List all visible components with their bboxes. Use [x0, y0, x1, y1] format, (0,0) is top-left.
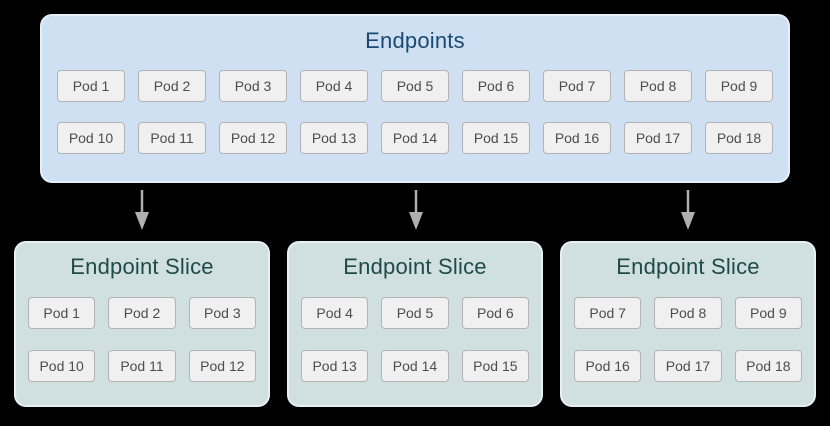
pod-box: Pod 16: [543, 122, 611, 154]
pod-box: Pod 7: [574, 297, 642, 329]
pod-box: Pod 18: [734, 350, 802, 382]
pod-box: Pod 15: [461, 350, 529, 382]
pod-box: Pod 10: [28, 350, 96, 382]
pod-box: Pod 11: [108, 350, 176, 382]
pod-box: Pod 4: [300, 70, 368, 102]
endpoint-slice-box-1: Endpoint Slice Pod 1 Pod 2 Pod 3 Pod 10 …: [14, 241, 270, 407]
down-arrow-icon: [680, 190, 696, 230]
pod-box: Pod 2: [138, 70, 206, 102]
pod-box: Pod 6: [462, 70, 530, 102]
pod-box: Pod 17: [624, 122, 692, 154]
slice-title: Endpoint Slice: [343, 254, 487, 279]
endpoints-box: Endpoints Pod 1 Pod 2 Pod 3 Pod 4 Pod 5 …: [40, 14, 790, 183]
pod-box: Pod 3: [219, 70, 287, 102]
pod-box: Pod 1: [28, 297, 96, 329]
pod-box: Pod 9: [705, 70, 773, 102]
slice-row: Endpoint Slice Pod 1 Pod 2 Pod 3 Pod 10 …: [14, 241, 816, 407]
pod-box: Pod 16: [574, 350, 642, 382]
pod-box: Pod 10: [57, 122, 125, 154]
endpoint-slice-box-2: Endpoint Slice Pod 4 Pod 5 Pod 6 Pod 13 …: [287, 241, 543, 407]
pod-box: Pod 12: [188, 350, 256, 382]
pod-box: Pod 13: [301, 350, 369, 382]
pod-box: Pod 12: [219, 122, 287, 154]
pod-box: Pod 1: [57, 70, 125, 102]
pod-box: Pod 2: [108, 297, 176, 329]
pod-box: Pod 8: [654, 297, 722, 329]
pod-box: Pod 8: [624, 70, 692, 102]
pod-box: Pod 18: [705, 122, 773, 154]
pod-box: Pod 13: [300, 122, 368, 154]
pod-box: Pod 3: [188, 297, 256, 329]
pod-box: Pod 15: [462, 122, 530, 154]
pod-box: Pod 14: [381, 122, 449, 154]
pod-box: Pod 5: [381, 297, 449, 329]
pod-box: Pod 14: [381, 350, 449, 382]
endpoints-title: Endpoints: [365, 28, 465, 53]
slice-pod-grid: Pod 1 Pod 2 Pod 3 Pod 10 Pod 11 Pod 12: [16, 280, 268, 382]
endpoint-slice-box-3: Endpoint Slice Pod 7 Pod 8 Pod 9 Pod 16 …: [560, 241, 816, 407]
pod-box: Pod 11: [138, 122, 206, 154]
down-arrow-icon: [408, 190, 424, 230]
slice-title: Endpoint Slice: [616, 254, 760, 279]
slice-pod-grid: Pod 4 Pod 5 Pod 6 Pod 13 Pod 14 Pod 15: [289, 280, 541, 382]
pod-box: Pod 5: [381, 70, 449, 102]
down-arrow-icon: [134, 190, 150, 230]
pod-box: Pod 7: [543, 70, 611, 102]
pod-box: Pod 17: [654, 350, 722, 382]
pod-box: Pod 9: [734, 297, 802, 329]
slice-title: Endpoint Slice: [70, 254, 214, 279]
pod-box: Pod 6: [461, 297, 529, 329]
endpoints-pod-grid: Pod 1 Pod 2 Pod 3 Pod 4 Pod 5 Pod 6 Pod …: [42, 54, 788, 154]
pod-box: Pod 4: [301, 297, 369, 329]
slice-pod-grid: Pod 7 Pod 8 Pod 9 Pod 16 Pod 17 Pod 18: [562, 280, 814, 382]
